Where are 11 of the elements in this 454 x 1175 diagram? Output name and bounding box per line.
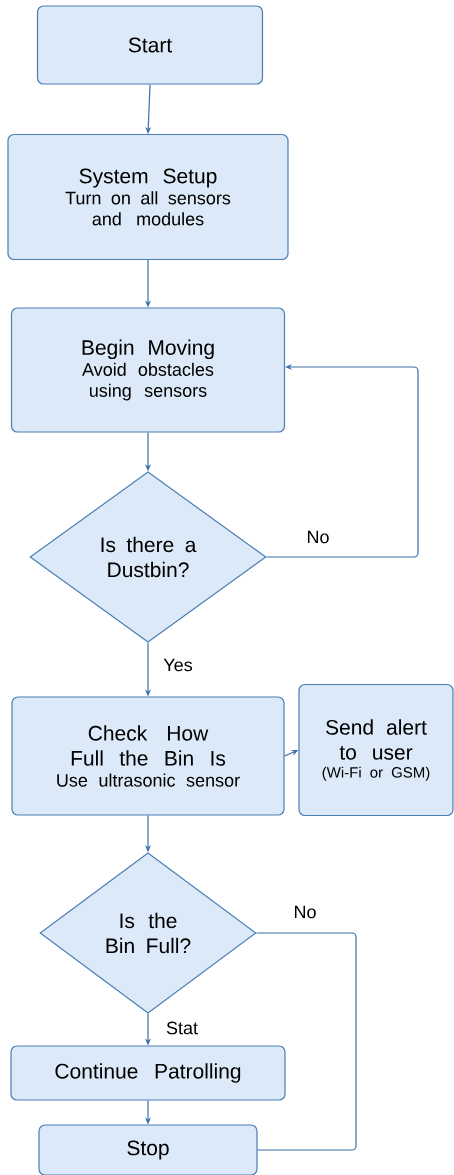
edge-label: No [292,904,318,920]
process-box: Send alert to user (Wi-Fi or GSM) [298,683,454,817]
process-box: Continue Patrolling [10,1045,286,1101]
process-box: Begin Moving Avoid obstacles using sensors [10,307,286,433]
terminal-box: Stop [38,1124,258,1175]
edge-label: Stat [165,1020,199,1036]
process-box: Check How Full the Bin Is Use ultrasonic sensor [11,696,285,816]
edge-label: Yes [162,657,194,673]
terminal-box: Start [36,5,264,85]
process-box: System Setup Turn on all sensors and modules [7,133,289,261]
edge-label: No [305,529,331,545]
